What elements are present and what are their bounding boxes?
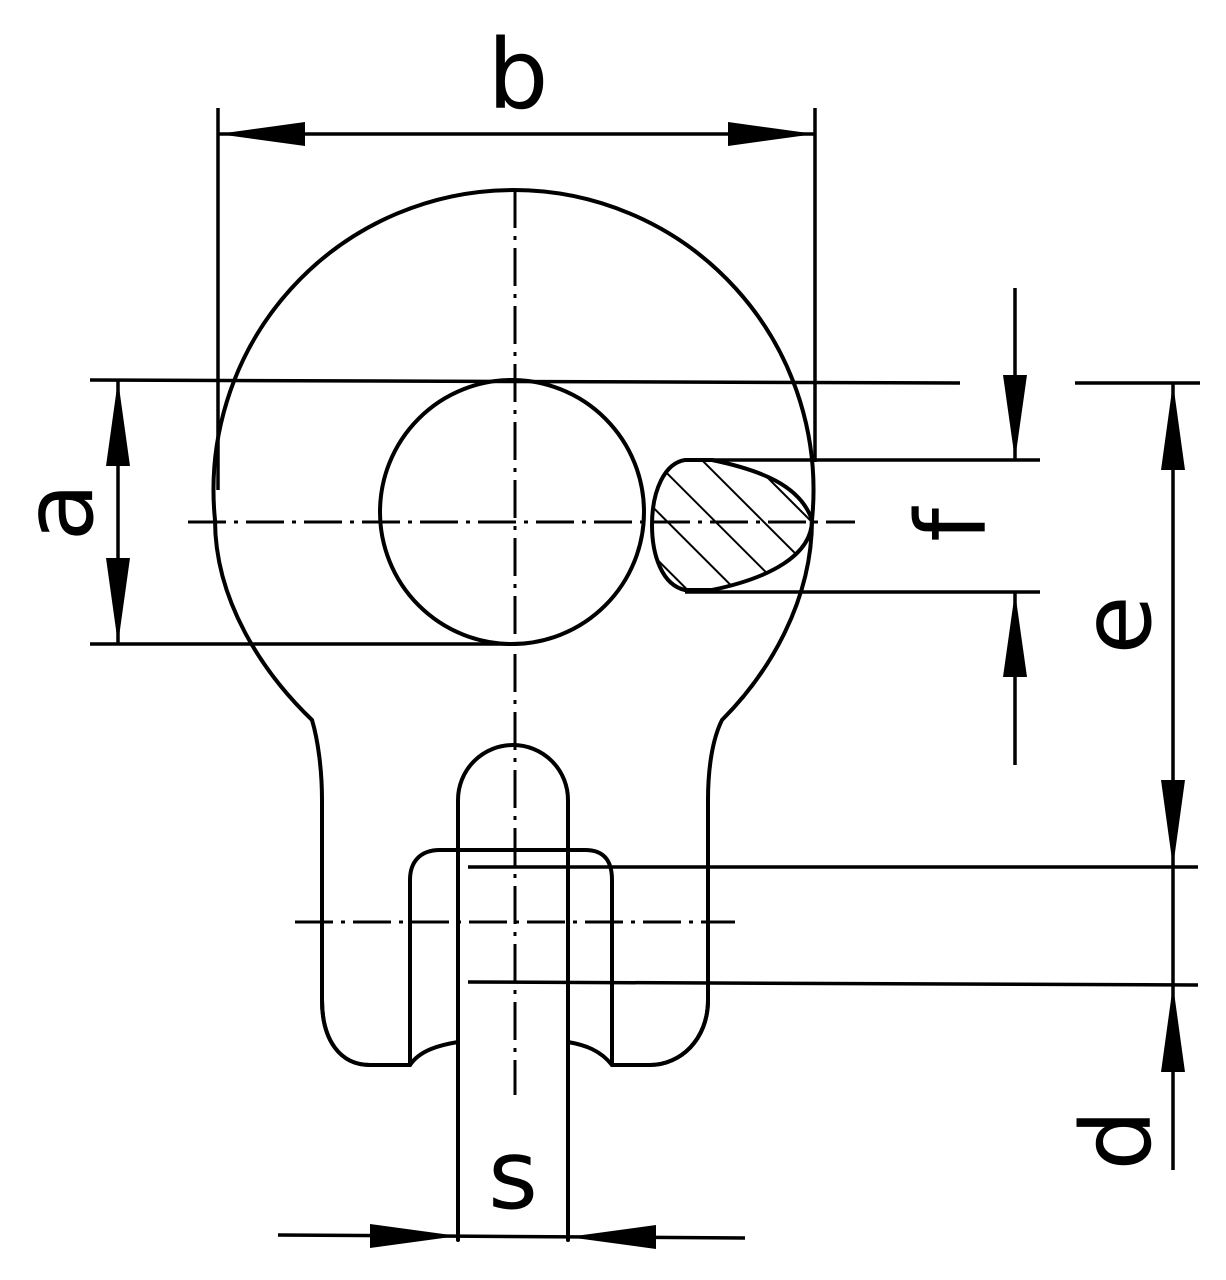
label-b: b <box>488 19 549 131</box>
e-arrow-bottom <box>1161 780 1185 867</box>
label-a: a <box>3 483 115 542</box>
label-f: f <box>896 506 1008 542</box>
b-arrow-left <box>218 122 305 146</box>
f-arrow-bottom <box>1003 592 1027 677</box>
lower-lug-right <box>566 998 710 1067</box>
central-hole <box>378 378 646 646</box>
d-extension-bottom <box>467 980 1199 987</box>
b-arrow-right <box>728 122 815 146</box>
label-s: s <box>488 1119 538 1231</box>
label-d: d <box>1061 1110 1173 1171</box>
e-arrow-top <box>1161 383 1185 470</box>
f-arrow-top <box>1003 375 1027 460</box>
pin-gap-mask <box>414 1010 608 1070</box>
lower-lug-left <box>320 998 460 1067</box>
a-arrow-top <box>106 380 130 466</box>
d-arrow-bottom <box>1161 985 1185 1072</box>
s-arrow-right <box>568 1225 656 1249</box>
s-dimension-line <box>277 1233 746 1240</box>
s-arrow-left <box>370 1224 458 1248</box>
a-arrow-bottom <box>106 558 130 644</box>
label-e: e <box>1061 595 1173 654</box>
a-extension-top <box>89 378 961 385</box>
shackle-body-outline <box>211 188 816 1067</box>
hatched-section <box>649 458 815 592</box>
pin-outline <box>456 743 570 1242</box>
